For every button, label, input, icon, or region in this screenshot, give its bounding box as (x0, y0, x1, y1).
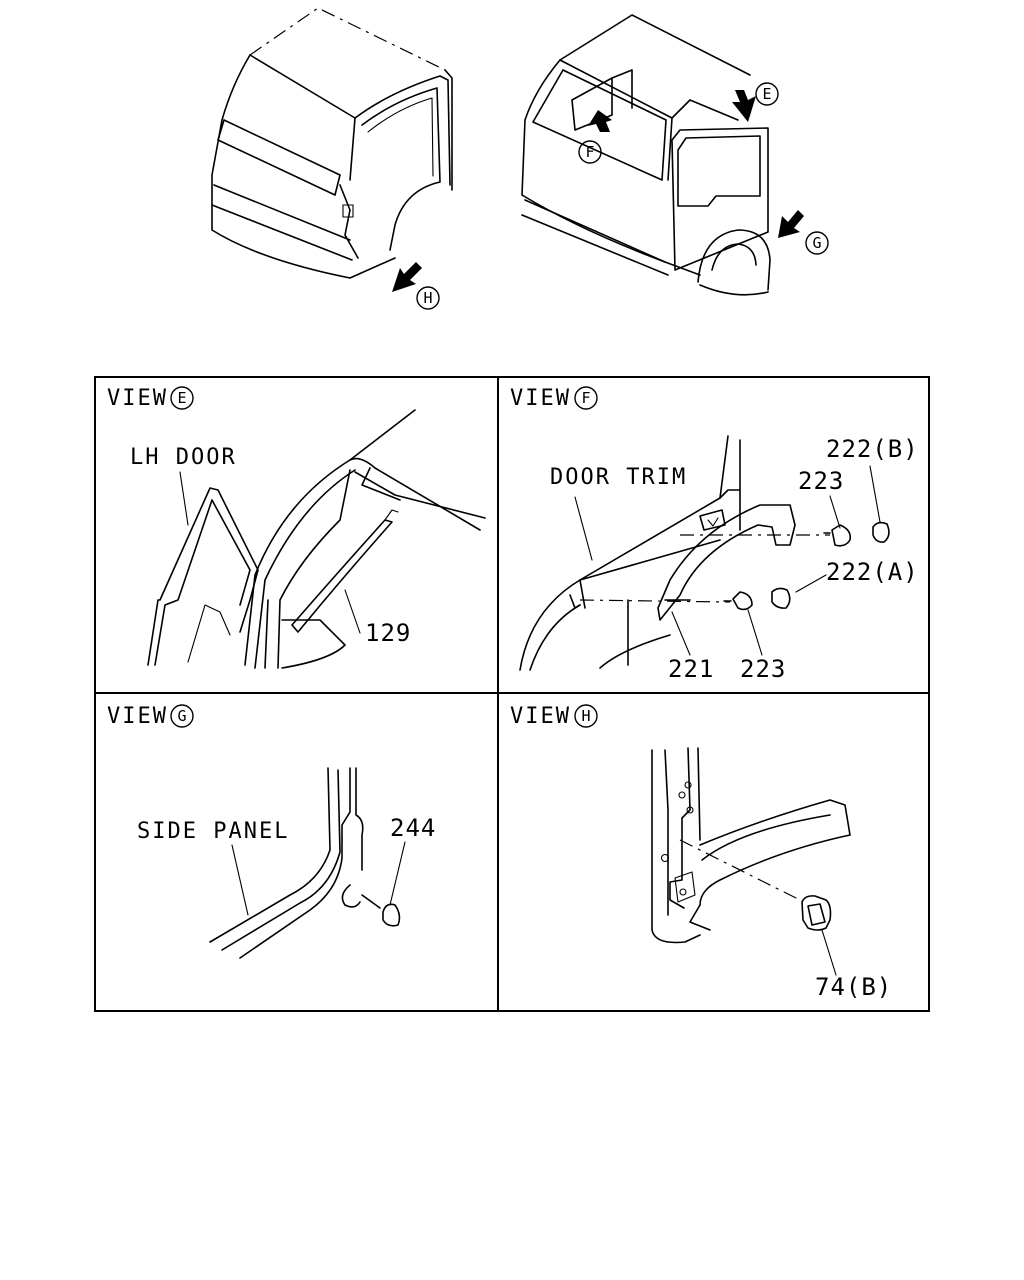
part-129: 129 (365, 619, 411, 647)
view-h-marker: H (581, 707, 590, 725)
arrow-marker-icon (588, 110, 612, 132)
view-g-prefix: VIEW (107, 704, 168, 729)
view-h-panel: VIEW H 74(B) (510, 704, 892, 1001)
part-221: 221 (668, 655, 714, 683)
arrow-marker-icon (392, 262, 422, 292)
circle-letter-icon (170, 704, 194, 728)
part-74b: 74(B) (815, 973, 892, 1001)
arrow-marker-icon (778, 210, 804, 238)
view-g-panel: VIEW G SIDE PANEL 244 (107, 704, 436, 959)
view-marker-g-group: G (778, 210, 829, 255)
marker-f-letter: F (585, 143, 594, 161)
circle-letter-icon (170, 386, 194, 410)
circle-letter-icon (416, 286, 440, 310)
cab-overview-right (521, 14, 771, 296)
view-marker-e-group: E (732, 82, 779, 122)
marker-g-letter: G (812, 234, 821, 252)
view-f-panel: VIEW F DOOR TRIM 222(B) 223 222(A) 221 2… (510, 386, 919, 683)
view-f-prefix: VIEW (510, 386, 571, 411)
view-f-marker: F (581, 389, 590, 407)
circle-letter-icon (578, 140, 602, 164)
view-e-marker: E (177, 389, 186, 407)
part-222a: 222(A) (826, 558, 919, 586)
circle-letter-icon (574, 704, 598, 728)
label-side-panel: SIDE PANEL (137, 819, 289, 844)
view-marker-f-group: F (578, 110, 612, 164)
label-door-trim: DOOR TRIM (550, 465, 687, 490)
view-h-prefix: VIEW (510, 704, 571, 729)
marker-e-letter: E (762, 85, 771, 103)
view-e-prefix: VIEW (107, 386, 168, 411)
view-marker-h-group: H (392, 262, 440, 310)
label-lh-door: LH DOOR (130, 445, 237, 470)
part-244: 244 (390, 814, 436, 842)
part-223-upper: 223 (798, 467, 844, 495)
cab-overview-left (211, 7, 453, 279)
circle-letter-icon (574, 386, 598, 410)
arrow-marker-icon (732, 90, 756, 122)
part-223-lower: 223 (740, 655, 786, 683)
circle-letter-icon (805, 231, 829, 255)
part-222b: 222(B) (826, 435, 919, 463)
view-g-marker: G (177, 707, 186, 725)
view-e-panel: VIEW E LH DOOR 129 (107, 386, 486, 669)
circle-letter-icon (755, 82, 779, 106)
marker-h-letter: H (423, 289, 432, 307)
